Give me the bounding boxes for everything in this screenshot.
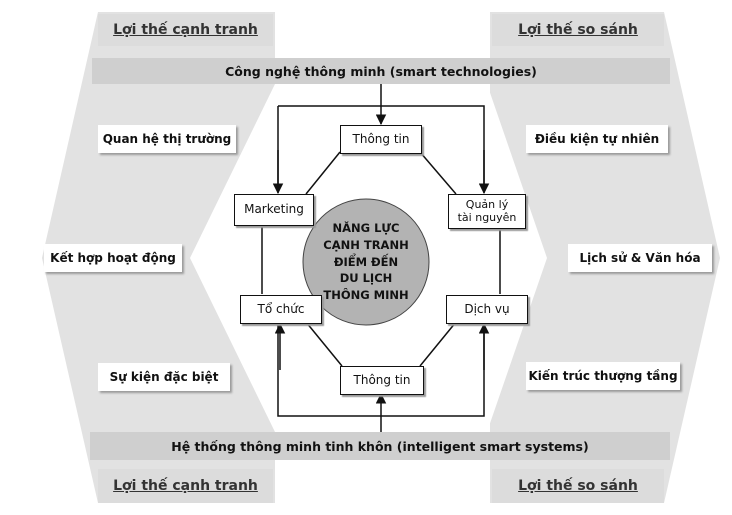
center-title-line: ĐIỂM ĐẾN (333, 254, 399, 269)
smart-technologies-bar: Công nghệ thông minh (smart technologies… (92, 58, 670, 84)
corner-competitive-advantage-top: Lợi thế cạnh tranh (98, 14, 273, 46)
center-title-line: CẠNH TRANH (323, 237, 409, 252)
intelligent-systems-bar: Hệ thống thông minh tinh khôn (intellige… (90, 432, 670, 460)
center-title-line: NĂNG LỰC (332, 221, 400, 236)
node-service: Dịch vụ (446, 295, 528, 324)
factor-special-events: Sự kiện đặc biệt (98, 363, 230, 391)
node-resource-line2: tài nguyên (457, 210, 517, 224)
side-frame-line (261, 226, 501, 294)
factor-superstructure: Kiến trúc thượng tầng (526, 362, 680, 390)
node-information-top: Thông tin (340, 125, 422, 154)
factor-activity-coordination: Kết hợp hoạt động (44, 244, 182, 272)
node-resource-line1: Quản lý (465, 197, 509, 211)
factor-history-culture: Lịch sử & Văn hóa (568, 244, 712, 272)
center-circle (302, 198, 430, 326)
factor-market-relations: Quan hệ thị trường (98, 125, 236, 153)
corner-comparative-advantage-top: Lợi thế so sánh (492, 14, 664, 46)
center-title-line: THÔNG MINH (323, 288, 409, 302)
corner-competitive-advantage-bottom: Lợi thế cạnh tranh (98, 469, 273, 503)
ring-line (305, 321, 343, 367)
center-title-line: DU LỊCH (339, 271, 393, 286)
center-title: NĂNG LỰC CẠNH TRANH ĐIỂM ĐẾN DU LỊCH THÔ… (303, 202, 429, 322)
node-information-bottom: Thông tin (340, 366, 424, 395)
ring-line (419, 321, 457, 367)
ring-line (305, 151, 341, 195)
node-resource-management: Quản lý tài nguyên (448, 194, 526, 229)
factor-natural-conditions: Điều kiện tự nhiên (526, 125, 668, 153)
node-organization: Tổ chức (240, 295, 322, 324)
ring-line (419, 151, 457, 195)
corner-comparative-advantage-bottom: Lợi thế so sánh (492, 469, 664, 503)
node-marketing: Marketing (234, 194, 314, 226)
